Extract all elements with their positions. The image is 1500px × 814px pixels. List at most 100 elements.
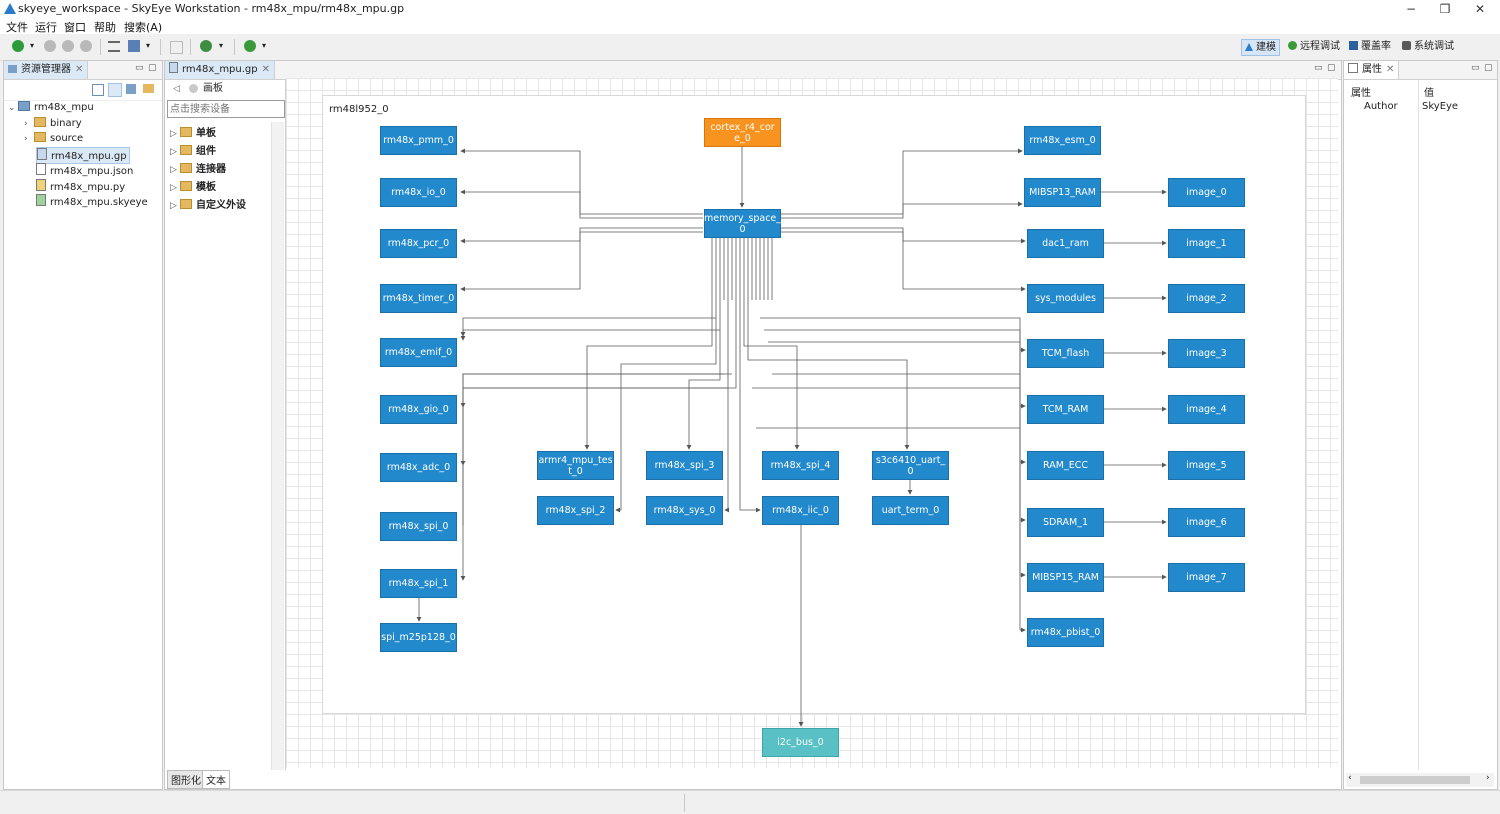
palette-group-component[interactable]: ▷组件 — [170, 144, 216, 159]
device-node-img2[interactable]: image_2 — [1168, 284, 1245, 313]
pause-icon[interactable] — [62, 40, 74, 52]
tree-item-skyeye-file[interactable]: rm48x_mpu.skyeye — [36, 194, 148, 209]
collapse-all-icon[interactable] — [92, 84, 104, 96]
tab-properties[interactable]: 属性✕ — [1344, 61, 1400, 79]
palette-group-board[interactable]: ▷单板 — [170, 126, 216, 141]
connect-icon[interactable] — [200, 40, 212, 52]
new-icon[interactable] — [12, 40, 24, 52]
tab-explorer[interactable]: 资源管理器✕ — [4, 61, 89, 79]
palette-scrollbar[interactable] — [271, 122, 284, 770]
menu-window[interactable]: 窗口 — [64, 21, 86, 34]
device-node-img1[interactable]: image_1 — [1168, 229, 1245, 258]
device-node-img6[interactable]: image_6 — [1168, 508, 1245, 537]
device-node-spi3[interactable]: rm48x_spi_3 — [646, 451, 723, 480]
device-node-spi0[interactable]: rm48x_spi_0 — [380, 512, 457, 541]
expand-right-icon[interactable]: ▷ — [170, 201, 177, 211]
expand-right-icon[interactable]: ▷ — [170, 183, 177, 193]
expand-right-icon[interactable]: ▷ — [170, 147, 177, 157]
perspective-system-debug[interactable]: 系统调试 — [1399, 39, 1457, 54]
device-node-sys[interactable]: rm48x_sys_0 — [646, 496, 723, 525]
device-node-mib13[interactable]: MIBSP13_RAM — [1024, 178, 1101, 207]
menu-help[interactable]: 帮助 — [94, 21, 116, 34]
restore-button[interactable]: ❐ — [1439, 2, 1451, 16]
perspective-remote-debug[interactable]: 远程调试 — [1285, 39, 1343, 54]
device-node-sysmod[interactable]: sys_modules — [1027, 284, 1104, 313]
scroll-left-icon[interactable]: ‹ — [1348, 773, 1352, 783]
expand-right-icon[interactable]: ▷ — [170, 129, 177, 139]
device-node-esm[interactable]: rm48x_esm_0 — [1024, 126, 1101, 155]
scrollbar-thumb[interactable] — [1360, 776, 1470, 784]
close-icon[interactable]: ✕ — [261, 64, 271, 75]
minimize-icon[interactable]: ▭ — [135, 63, 144, 73]
expand-down-icon[interactable]: ⌄ — [8, 103, 16, 113]
close-icon[interactable]: ✕ — [75, 64, 84, 75]
tree-item-project[interactable]: ⌄rm48x_mpu — [8, 100, 94, 115]
palette-group-connector[interactable]: ▷连接器 — [170, 162, 226, 177]
tree-item-json-file[interactable]: rm48x_mpu.json — [36, 163, 133, 178]
debug-bug-icon[interactable] — [244, 40, 256, 52]
device-node-ramecc[interactable]: RAM_ECC — [1027, 451, 1104, 480]
filter-icon[interactable] — [126, 84, 136, 94]
device-node-pcr[interactable]: rm48x_pcr_0 — [380, 229, 457, 258]
device-node-spi2[interactable]: rm48x_spi_2 — [537, 496, 614, 525]
maximize-icon[interactable]: ▢ — [1327, 63, 1336, 73]
device-node-img0[interactable]: image_0 — [1168, 178, 1245, 207]
chevron-left-icon[interactable]: ◁ — [173, 84, 180, 94]
device-node-spi1[interactable]: rm48x_spi_1 — [380, 569, 457, 598]
minimize-icon[interactable]: ▭ — [1314, 63, 1323, 73]
device-node-tcmf[interactable]: TCM_flash — [1027, 339, 1104, 368]
device-node-spi4[interactable]: rm48x_spi_4 — [762, 451, 839, 480]
device-node-pmm[interactable]: rm48x_pmm_0 — [380, 126, 457, 155]
device-node-img7[interactable]: image_7 — [1168, 563, 1245, 592]
device-node-mem[interactable]: memory_space_0 — [704, 209, 781, 238]
scroll-right-icon[interactable]: › — [1486, 773, 1490, 783]
palette-group-template[interactable]: ▷模板 — [170, 180, 216, 195]
device-node-adc[interactable]: rm48x_adc_0 — [380, 453, 457, 482]
device-node-mib15[interactable]: MIBSP15_RAM — [1027, 563, 1104, 592]
palette-group-custom[interactable]: ▷自定义外设 — [170, 198, 246, 213]
device-node-timer[interactable]: rm48x_timer_0 — [380, 284, 457, 313]
chevron-down-icon[interactable]: ▾ — [146, 41, 151, 50]
minimize-button[interactable]: − — [1405, 2, 1417, 16]
device-node-m25[interactable]: spi_m25p128_0 — [380, 623, 457, 652]
device-node-dac1[interactable]: dac1_ram — [1027, 229, 1104, 258]
device-node-img3[interactable]: image_3 — [1168, 339, 1245, 368]
device-node-io[interactable]: rm48x_io_0 — [380, 178, 457, 207]
device-search-input[interactable] — [167, 100, 285, 118]
tab-editor-gp[interactable]: rm48x_mpu.gp✕ — [165, 61, 276, 79]
device-node-uart[interactable]: s3c6410_uart_0 — [872, 451, 949, 480]
board-container[interactable]: rm48l952_0 — [322, 95, 1306, 714]
device-node-gio[interactable]: rm48x_gio_0 — [380, 395, 457, 424]
horizontal-scrollbar[interactable]: ‹ › — [1346, 773, 1494, 787]
open-folder-icon[interactable] — [143, 84, 154, 93]
device-node-img4[interactable]: image_4 — [1168, 395, 1245, 424]
device-node-img5[interactable]: image_5 — [1168, 451, 1245, 480]
device-node-pbist[interactable]: rm48x_pbist_0 — [1027, 618, 1104, 647]
stop-icon[interactable] — [80, 40, 92, 52]
tree-item-py-file[interactable]: rm48x_mpu.py — [36, 179, 125, 194]
menu-search[interactable]: 搜索(A) — [124, 21, 163, 34]
tab-graphical[interactable]: 图形化 — [167, 770, 205, 789]
chevron-down-icon[interactable]: ▾ — [262, 41, 267, 50]
minimize-icon[interactable]: ▭ — [1471, 63, 1480, 73]
layout-icon[interactable] — [128, 40, 140, 52]
chevron-down-icon[interactable]: ▾ — [30, 41, 35, 50]
expand-right-icon[interactable]: › — [24, 119, 28, 129]
tree-item-binary[interactable]: ›binary — [24, 116, 82, 131]
perspective-coverage[interactable]: 覆盖率 — [1346, 39, 1394, 54]
tree-item-source[interactable]: ›source — [24, 131, 83, 146]
property-value[interactable]: SkyEye — [1422, 101, 1459, 112]
menu-file[interactable]: 文件 — [6, 21, 28, 34]
run-icon[interactable] — [44, 40, 56, 52]
device-node-uterm[interactable]: uart_term_0 — [872, 496, 949, 525]
menu-run[interactable]: 运行 — [35, 21, 57, 34]
align-icon[interactable] — [108, 41, 120, 52]
maximize-icon[interactable]: ▢ — [1484, 63, 1493, 73]
device-node-i2c[interactable]: i2c_bus_0 — [762, 728, 839, 757]
expand-right-icon[interactable]: › — [24, 134, 28, 144]
device-node-emif[interactable]: rm48x_emif_0 — [380, 338, 457, 367]
chevron-down-icon[interactable]: ▾ — [219, 41, 224, 50]
close-icon[interactable]: ✕ — [1386, 64, 1395, 75]
